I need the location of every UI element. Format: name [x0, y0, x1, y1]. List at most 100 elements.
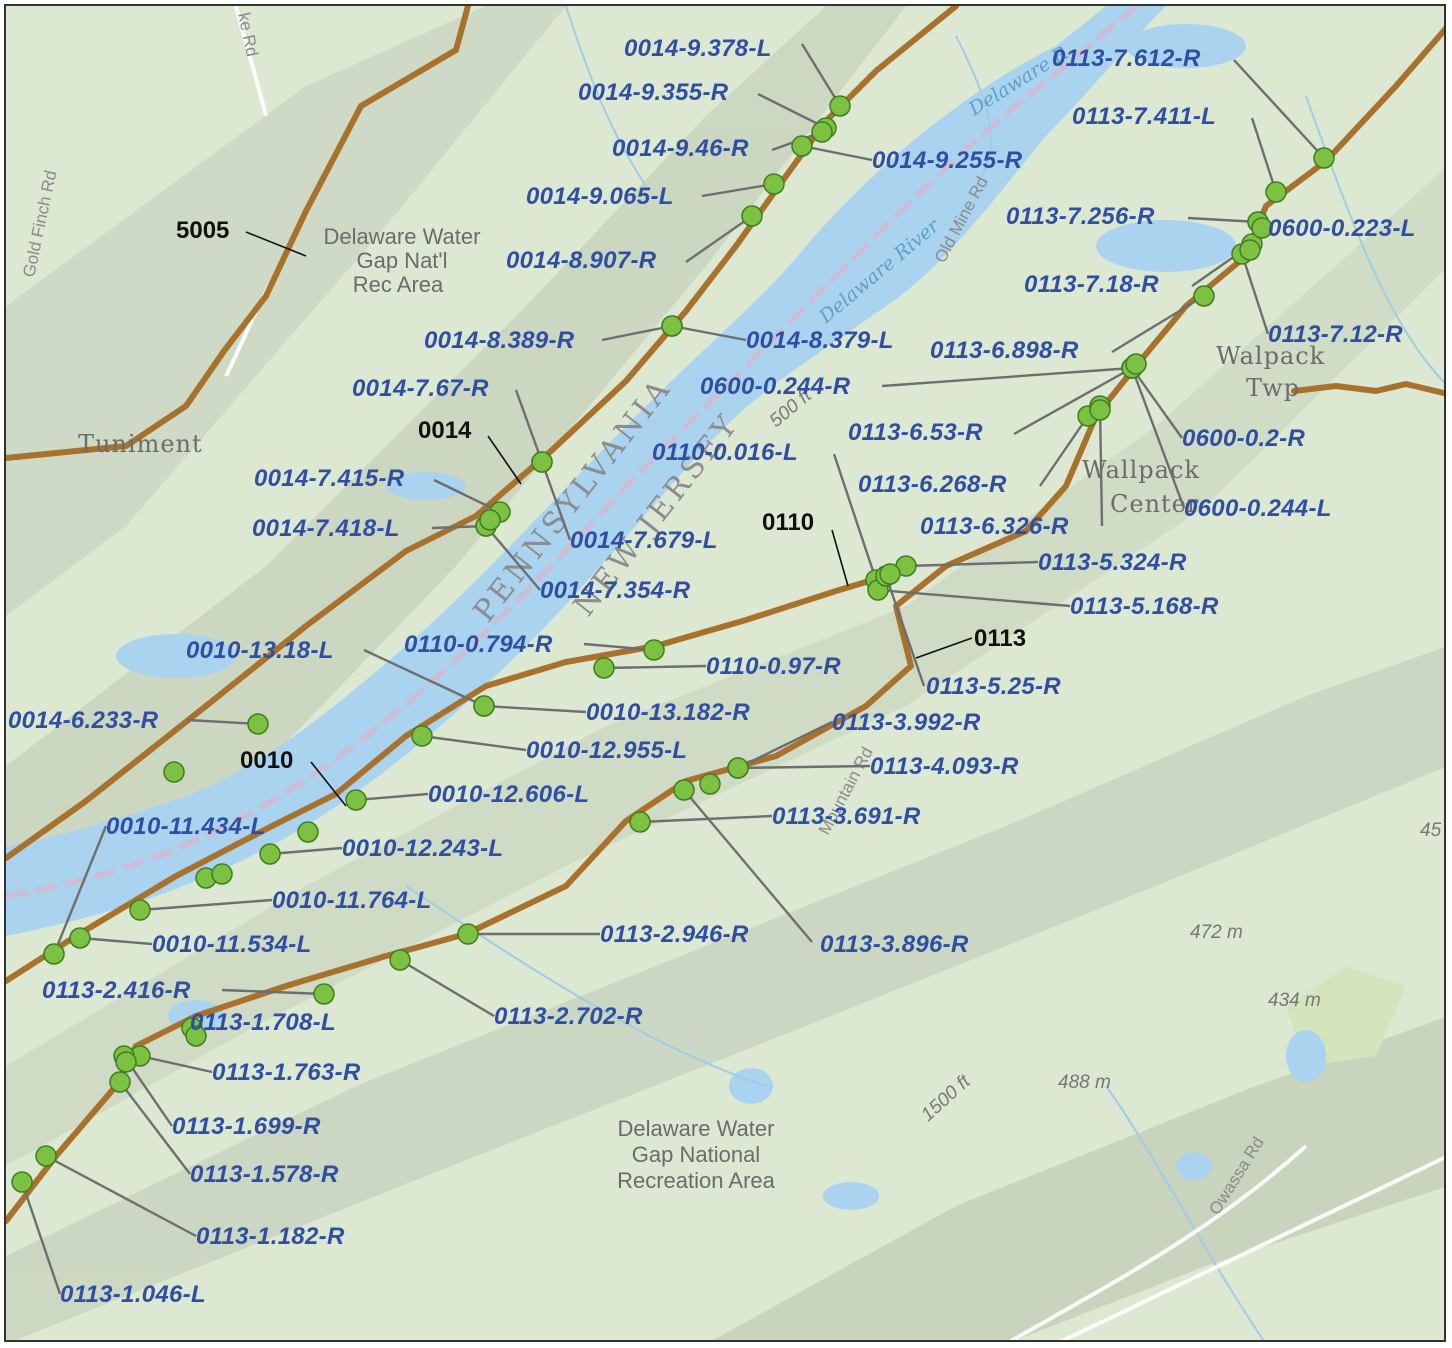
leader-line [52, 825, 108, 955]
site-label: 0010-12.955-L [526, 737, 687, 764]
route-label-0014: 0014 [418, 417, 472, 444]
site-marker[interactable] [259, 843, 281, 865]
site-marker[interactable] [1265, 181, 1287, 203]
svg-text:Delaware Water: Delaware Water [324, 224, 481, 249]
leader-line [119, 1081, 191, 1175]
site-marker[interactable] [457, 923, 479, 945]
site-label: 0014-7.679-L [570, 527, 718, 554]
site-label: 0113-5.324-R [1038, 549, 1187, 576]
site-marker[interactable] [741, 205, 763, 227]
site-marker[interactable] [829, 95, 851, 117]
site-label: 0014-9.46-R [612, 135, 749, 162]
label-edge-45: 45 [1420, 820, 1442, 841]
site-marker[interactable] [1089, 399, 1111, 421]
site-label: 0113-2.416-R [42, 977, 191, 1004]
site-marker[interactable] [247, 713, 269, 735]
site-marker[interactable] [811, 121, 833, 143]
leader-line [639, 814, 773, 824]
leader-line [485, 525, 541, 591]
leader-line [701, 182, 775, 198]
site-label: 0014-7.354-R [540, 577, 691, 604]
site-marker[interactable] [661, 315, 683, 337]
leader-line [683, 789, 813, 943]
leader-line [1111, 294, 1205, 354]
leader-line [1130, 367, 1186, 509]
site-marker[interactable] [313, 983, 335, 1005]
site-marker[interactable] [643, 639, 665, 661]
site-label: 0010-12.243-L [342, 835, 503, 862]
leader-line [603, 664, 707, 670]
leader-line [433, 478, 501, 514]
route-5005-line [6, 6, 471, 461]
site-marker[interactable] [1313, 147, 1335, 169]
label-elev-472: 472 m [1190, 922, 1243, 943]
place-dwg-top-1: Delaware Water [324, 224, 481, 249]
site-marker[interactable] [629, 811, 651, 833]
site-marker[interactable] [185, 1025, 207, 1047]
site-marker[interactable] [115, 1051, 137, 1073]
site-marker[interactable] [1239, 239, 1261, 261]
leader-line [757, 92, 827, 130]
svg-text:Gap National: Gap National [632, 1142, 760, 1167]
site-marker[interactable] [297, 821, 319, 843]
leader-line [363, 648, 485, 708]
site-label: 0113-7.12-R [1268, 321, 1403, 348]
lake [1286, 1030, 1326, 1082]
site-marker[interactable] [345, 789, 367, 811]
site-marker[interactable] [473, 695, 495, 717]
site-marker[interactable] [11, 1171, 33, 1193]
site-marker[interactable] [129, 899, 151, 921]
site-marker[interactable] [593, 657, 615, 679]
site-marker[interactable] [479, 509, 501, 531]
leader-line [1098, 405, 1104, 527]
leader-line [1240, 253, 1270, 335]
leader-line [1013, 366, 1133, 436]
site-label: 0113-3.691-R [772, 803, 921, 830]
leader-line [1131, 367, 1183, 439]
leader-line [540, 461, 572, 541]
site-marker[interactable] [69, 927, 91, 949]
site-marker[interactable] [1251, 217, 1273, 239]
site-marker[interactable] [211, 863, 233, 885]
route-label-0113: 0113 [974, 625, 1026, 652]
lake [729, 1068, 773, 1104]
site-marker[interactable] [727, 757, 749, 779]
site-marker[interactable] [109, 1071, 131, 1093]
site-label: 0113-1.699-R [172, 1113, 321, 1140]
leader-line [583, 642, 655, 652]
site-marker[interactable] [411, 725, 433, 747]
site-marker[interactable] [791, 135, 813, 157]
topographic-map[interactable]: Delaware Water Gap Nat'l Rec Area Delawa… [6, 6, 1446, 1342]
lake [823, 1182, 879, 1210]
site-marker[interactable] [531, 451, 553, 473]
site-label: 0113-7.18-R [1024, 271, 1159, 298]
delaware-river [6, 6, 1444, 936]
site-label: 0113-5.25-R [926, 673, 1061, 700]
leader-line [355, 792, 429, 802]
site-marker[interactable] [699, 773, 721, 795]
site-label: 0113-6.898-R [930, 337, 1079, 364]
site-label: 0113-6.268-R [858, 471, 1007, 498]
site-marker[interactable] [43, 943, 65, 965]
site-label: 0113-1.763-R [212, 1059, 361, 1086]
site-label: 0113-7.612-R [1052, 45, 1201, 72]
lake [1096, 220, 1236, 272]
svg-text:Delaware Water: Delaware Water [618, 1116, 775, 1141]
site-marker[interactable] [163, 761, 185, 783]
site-label: 0113-2.946-R [600, 921, 749, 948]
site-marker[interactable] [389, 949, 411, 971]
site-marker[interactable] [1193, 285, 1215, 307]
site-label: 0113-1.182-R [196, 1223, 345, 1250]
site-marker[interactable] [35, 1145, 57, 1167]
route-east-line [1291, 381, 1444, 397]
site-marker[interactable] [1125, 353, 1147, 375]
leader-line [20, 1181, 62, 1295]
streams [405, 6, 1444, 1340]
leader-line [269, 846, 343, 856]
site-marker[interactable] [879, 563, 901, 585]
route-label-0010: 0010 [240, 747, 293, 774]
local-roads [224, 6, 1444, 1340]
site-marker[interactable] [673, 779, 695, 801]
site-marker[interactable] [763, 173, 785, 195]
site-label: 0113-4.093-R [870, 753, 1019, 780]
